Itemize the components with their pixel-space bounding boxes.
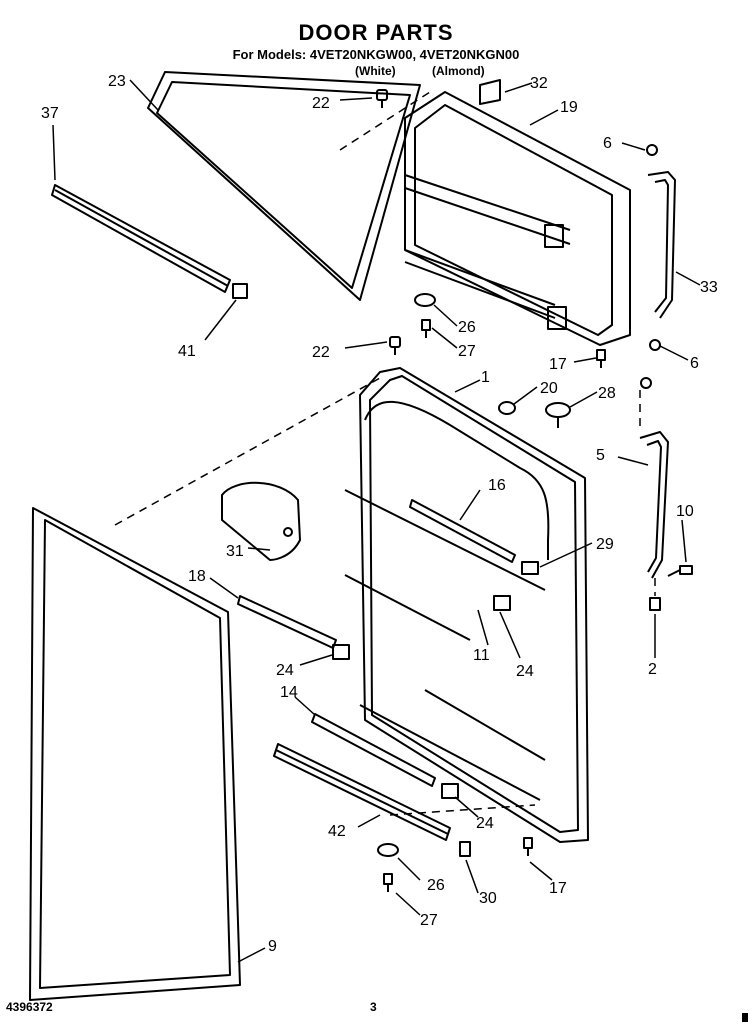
upper-strip-37 bbox=[51, 184, 231, 293]
corner-mark bbox=[742, 1013, 748, 1022]
callout-20: 20 bbox=[540, 380, 558, 397]
callout-1: 1 bbox=[481, 369, 490, 386]
strip-16 bbox=[409, 499, 516, 563]
page-title: DOOR PARTS bbox=[298, 20, 454, 45]
washer-26-lower bbox=[377, 843, 399, 857]
callout-6-top: 6 bbox=[603, 135, 612, 152]
lower-door-gasket bbox=[29, 507, 241, 1001]
hinge-cover-32 bbox=[479, 79, 501, 105]
callout-18: 18 bbox=[188, 568, 206, 585]
part-29 bbox=[521, 561, 539, 575]
strip-14 bbox=[311, 713, 436, 787]
upper-door-gasket bbox=[147, 71, 421, 301]
lower-hinge-5 bbox=[639, 431, 669, 579]
callout-42: 42 bbox=[328, 823, 346, 840]
upper-hinge-33 bbox=[647, 171, 676, 319]
dairy-door-31 bbox=[221, 481, 301, 561]
fresh-food-door-liner bbox=[344, 367, 589, 843]
callout-14: 14 bbox=[280, 684, 298, 701]
callout-11: 11 bbox=[473, 647, 490, 664]
color-almond-label: (Almond) bbox=[432, 64, 485, 78]
callout-27-lower: 27 bbox=[420, 912, 438, 929]
clip-24-left bbox=[332, 644, 350, 660]
screw-6-lower bbox=[640, 377, 652, 389]
screw-17-lower bbox=[523, 837, 533, 856]
screw-6-mid bbox=[649, 339, 661, 351]
document-number: 4396372 bbox=[6, 1000, 53, 1014]
leader-lines bbox=[52, 79, 701, 963]
part-28 bbox=[545, 402, 571, 428]
callout-19: 19 bbox=[560, 99, 578, 116]
part-30 bbox=[459, 841, 471, 857]
clip-24-bottom bbox=[441, 783, 459, 799]
callout-33: 33 bbox=[700, 279, 718, 296]
screw-17-upper bbox=[596, 349, 606, 368]
callout-26-upper: 26 bbox=[458, 319, 476, 336]
clip-24-right bbox=[493, 595, 511, 611]
page-number: 3 bbox=[370, 1000, 377, 1014]
callout-17-upper: 17 bbox=[549, 356, 567, 373]
pin-22-upper bbox=[376, 89, 388, 108]
callout-27-upper: 27 bbox=[458, 343, 476, 360]
callout-37: 37 bbox=[41, 105, 59, 122]
assembly-lines bbox=[114, 91, 656, 816]
callout-24-bottom: 24 bbox=[476, 815, 494, 832]
callout-24-left: 24 bbox=[276, 662, 294, 679]
callout-9: 9 bbox=[268, 938, 277, 955]
part-20 bbox=[498, 401, 516, 415]
freezer-door-liner bbox=[404, 91, 631, 346]
callout-10: 10 bbox=[676, 503, 694, 520]
screw-6-top bbox=[646, 144, 658, 156]
callout-22-upper: 22 bbox=[312, 95, 330, 112]
callout-17-lower: 17 bbox=[549, 880, 567, 897]
color-white-label: (White) bbox=[355, 64, 396, 78]
callout-29: 29 bbox=[596, 536, 614, 553]
strip-18 bbox=[237, 595, 337, 649]
callout-23: 23 bbox=[108, 73, 126, 90]
callout-30: 30 bbox=[479, 890, 497, 907]
callout-32: 32 bbox=[530, 75, 548, 92]
callout-22-lower: 22 bbox=[312, 344, 330, 361]
callout-16: 16 bbox=[488, 477, 506, 494]
pin-22-lower bbox=[389, 336, 401, 355]
callout-6-mid: 6 bbox=[690, 355, 699, 372]
callout-31: 31 bbox=[226, 543, 244, 560]
callout-5: 5 bbox=[596, 447, 605, 464]
screw-10 bbox=[667, 565, 693, 577]
bushing-2 bbox=[649, 597, 661, 611]
callout-26-lower: 26 bbox=[427, 877, 445, 894]
callout-24-right: 24 bbox=[516, 663, 534, 680]
callout-41: 41 bbox=[178, 343, 196, 360]
clip-41 bbox=[232, 283, 248, 299]
screw-27-upper bbox=[421, 319, 431, 338]
washer-26-upper bbox=[414, 293, 436, 307]
models-line: For Models: 4VET20NKGW00, 4VET20NKGN00 bbox=[232, 47, 520, 62]
screw-27-lower bbox=[383, 873, 393, 892]
callout-2: 2 bbox=[648, 661, 657, 678]
callout-28: 28 bbox=[598, 385, 616, 402]
strip-42 bbox=[273, 743, 451, 841]
